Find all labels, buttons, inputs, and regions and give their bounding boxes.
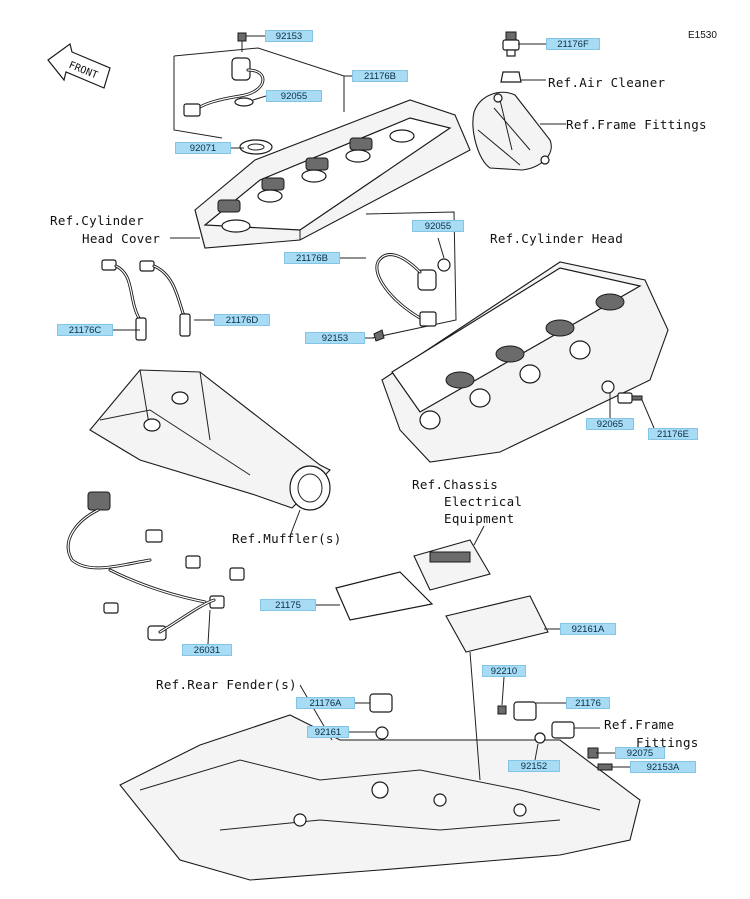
diagram-code: E1530: [688, 30, 717, 41]
part-21176e[interactable]: 21176E: [648, 428, 698, 440]
sensor-21176f: [500, 31, 522, 83]
bolt-92210: [497, 705, 507, 715]
part-92075[interactable]: 92075: [615, 747, 665, 759]
part-21176d[interactable]: 21176D: [214, 314, 270, 326]
part-92071[interactable]: 92071: [175, 142, 231, 154]
ref-muffler: Ref.Muffler(s): [232, 531, 342, 546]
ref-chassis-line2: Electrical: [444, 494, 523, 509]
washer-92065: [601, 380, 615, 394]
part-92065[interactable]: 92065: [586, 418, 634, 430]
ref-frame-fittings-top: Ref.Frame Fittings: [566, 117, 707, 132]
part-92210[interactable]: 92210: [482, 665, 526, 677]
cylinder-head-cover: [194, 99, 471, 249]
part-21175[interactable]: 21175: [260, 599, 316, 611]
wiring-harness-26031: [66, 491, 245, 641]
part-92153-top[interactable]: 92153: [265, 30, 313, 42]
group-box-mid: [365, 211, 457, 339]
frame-fitting-bracket: [472, 91, 552, 171]
part-21176b-top[interactable]: 21176B: [352, 70, 408, 82]
sensor-21176: [513, 701, 537, 721]
rear-frame-assembly: [119, 714, 641, 881]
part-21176[interactable]: 21176: [566, 697, 610, 709]
oring-92055-top: [234, 97, 254, 107]
ref-cylinder-head-cover-line2: Head Cover: [82, 231, 161, 246]
part-26031[interactable]: 26031: [182, 644, 232, 656]
ref-air-cleaner: Ref.Air Cleaner: [548, 75, 666, 90]
o2-sensors: [101, 259, 191, 341]
sensor-21176a: [369, 693, 393, 713]
ref-frame-fittings-bottom-line1: Ref.Frame: [604, 717, 675, 732]
part-92055-mid[interactable]: 92055: [412, 220, 464, 232]
part-92153-mid[interactable]: 92153: [305, 332, 365, 344]
bolt-92153a: [597, 763, 613, 771]
gasket-92071: [239, 139, 273, 155]
front-arrow: FRONT: [47, 42, 111, 89]
exhaust-collector: [89, 369, 331, 511]
ref-chassis-line1: Ref.Chassis: [412, 477, 499, 492]
gasket-hole: [247, 143, 265, 151]
ref-cylinder-head: Ref.Cylinder Head: [490, 231, 624, 246]
ref-cylinder-head-cover-line1: Ref.Cylinder: [50, 213, 144, 228]
group-box-top: [173, 47, 345, 139]
part-92055-top[interactable]: 92055: [266, 90, 322, 102]
ref-rear-fender: Ref.Rear Fender(s): [156, 677, 297, 692]
ecu-modules: [335, 539, 549, 653]
collar-92152: [534, 732, 546, 744]
part-92153a[interactable]: 92153A: [630, 761, 696, 773]
ref-chassis-line3: Equipment: [444, 511, 515, 526]
bolt-92153-top: [237, 32, 247, 42]
part-92161[interactable]: 92161: [307, 726, 349, 738]
cam-sensor-21176b-top: [183, 57, 265, 117]
ref-frame-fittings-bottom-line2: Fittings: [636, 735, 699, 750]
part-92152[interactable]: 92152: [508, 760, 560, 772]
oring-92161: [375, 726, 389, 740]
leader-lines: [113, 35, 655, 781]
sensor-21176e: [617, 392, 633, 404]
part-21176b-mid[interactable]: 21176B: [284, 252, 340, 264]
small-parts-bottom: [369, 693, 613, 771]
part-21176f[interactable]: 21176F: [546, 38, 600, 50]
part-92161a[interactable]: 92161A: [560, 623, 616, 635]
part-21176c[interactable]: 21176C: [57, 324, 113, 336]
cam-sensor-21176b-mid: [373, 253, 451, 342]
part-21176a[interactable]: 21176A: [296, 697, 355, 709]
cylinder-head: [381, 261, 669, 463]
